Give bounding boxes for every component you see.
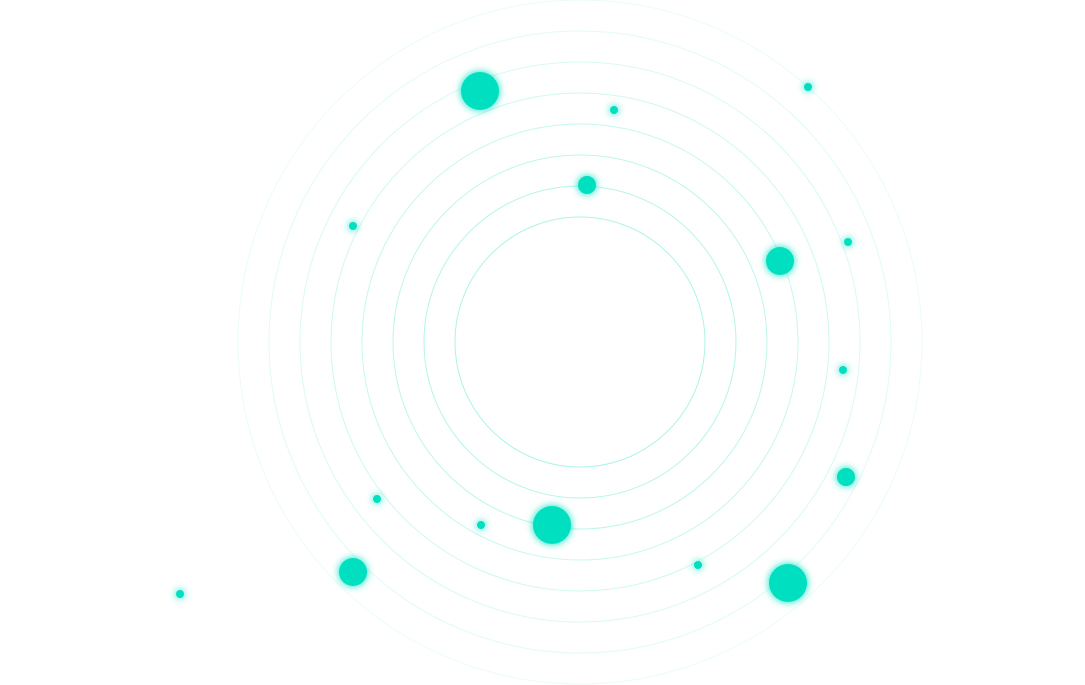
orbit-dot-icon — [837, 468, 855, 486]
orbit-dot-icon — [804, 83, 812, 91]
orbit-dot-icon — [339, 558, 367, 586]
orbit-dot-icon — [766, 247, 794, 275]
orbit-dot-icon — [533, 506, 571, 544]
orbit-ring-icon — [299, 61, 861, 623]
orbit-ring-icon — [268, 30, 892, 654]
orbit-dot-icon — [769, 564, 807, 602]
orbit-dots — [176, 72, 855, 602]
orbit-ring-icon — [237, 0, 923, 685]
orbit-ring-icon — [361, 123, 799, 561]
orbit-ring-icon — [392, 154, 768, 530]
orbit-rings — [237, 0, 923, 685]
orbit-ring-icon — [454, 216, 706, 468]
orbit-dot-icon — [578, 176, 596, 194]
orbit-dot-icon — [373, 495, 381, 503]
orbit-dot-icon — [694, 561, 702, 569]
orbit-dot-icon — [839, 366, 847, 374]
orbit-dot-icon — [610, 106, 618, 114]
orbit-dot-icon — [477, 521, 485, 529]
orbit-ring-icon — [423, 185, 737, 499]
orbit-dot-icon — [844, 238, 852, 246]
orbit-dot-icon — [461, 72, 499, 110]
orbit-ring-icon — [330, 92, 830, 592]
orbit-dot-icon — [349, 222, 357, 230]
orbit-dot-icon — [176, 590, 184, 598]
